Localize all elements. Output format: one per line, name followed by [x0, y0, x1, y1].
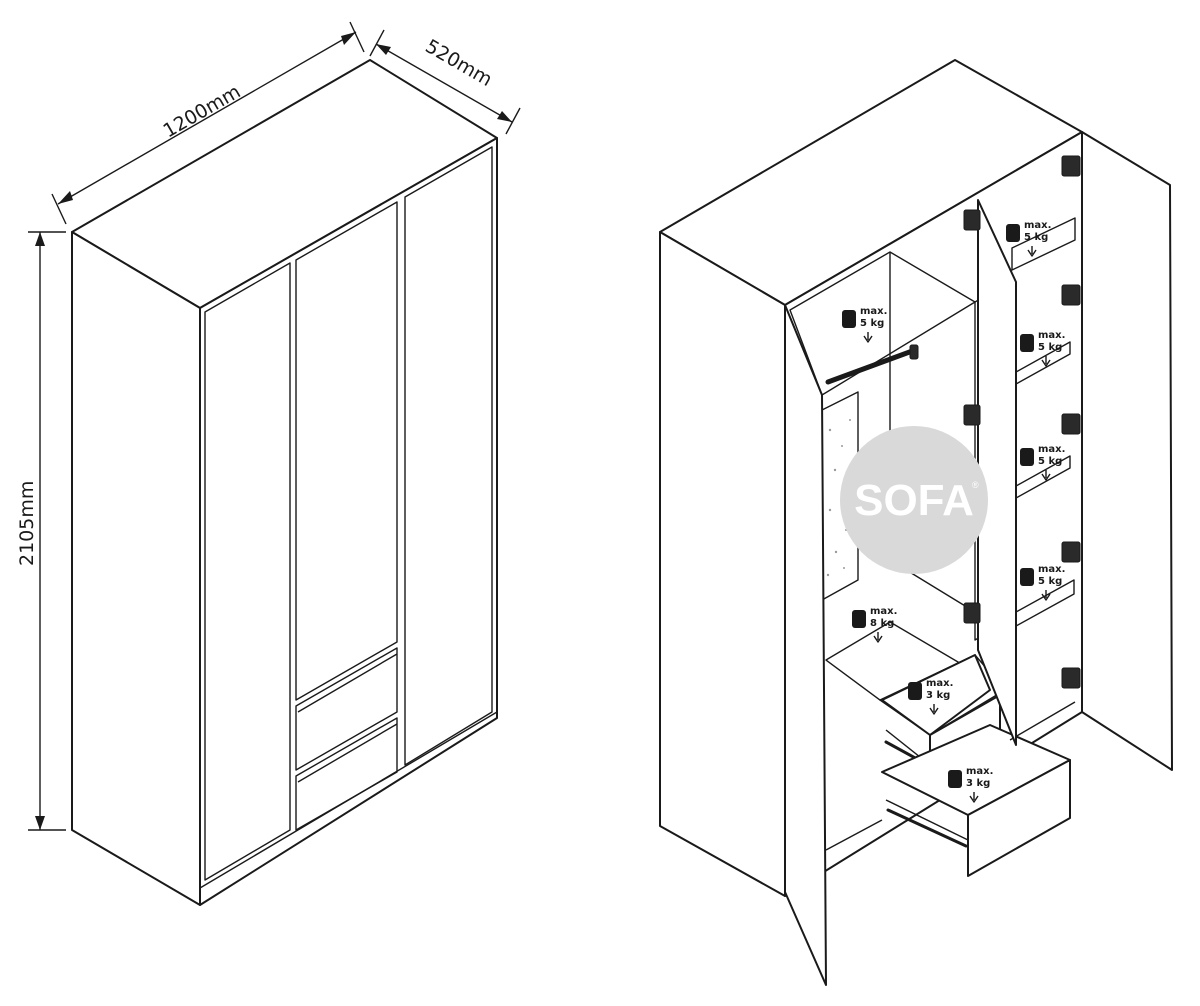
closed-wardrobe	[71, 59, 498, 906]
load-top-right: max. 5 kg	[1006, 220, 1051, 257]
load-top-left: max. 5 kg	[842, 306, 887, 343]
drawer-lower	[881, 724, 1071, 877]
svg-text:5 kg: 5 kg	[1038, 576, 1062, 587]
open-middle-door	[977, 199, 1017, 746]
closed-drawer-upper	[295, 647, 398, 771]
open-plinth	[825, 819, 883, 851]
open-side-panel	[659, 231, 786, 897]
closed-side-panel	[71, 231, 201, 906]
particleboard-texture	[826, 419, 851, 577]
load-base: max. 8 kg	[852, 606, 897, 643]
closed-drawer-lower	[295, 717, 398, 831]
closed-middle-door	[295, 201, 398, 701]
svg-text:5 kg: 5 kg	[1038, 456, 1062, 467]
svg-text:max.: max.	[926, 678, 953, 689]
svg-text:max.: max.	[870, 606, 897, 617]
load-drawer-lower: max. 3 kg	[948, 766, 993, 803]
depth-label: 520mm	[422, 35, 496, 91]
svg-text:5 kg: 5 kg	[1024, 232, 1048, 243]
load-shelf-3: max. 5 kg	[1020, 564, 1065, 601]
hanging-rail	[825, 344, 919, 385]
svg-text:max.: max.	[1038, 330, 1065, 341]
hinges	[963, 155, 1081, 689]
sofa-watermark: SOFA ®	[840, 426, 988, 574]
open-wardrobe: max. 5 kg max. 5 kg max. 5 kg max.	[659, 59, 1173, 986]
svg-text:max.: max.	[860, 306, 887, 317]
svg-text:max.: max.	[1024, 220, 1051, 231]
load-shelf-1: max. 5 kg	[1020, 330, 1065, 367]
svg-text:max.: max.	[1038, 564, 1065, 575]
dimension-height: 2105mm	[16, 231, 66, 831]
svg-text:3 kg: 3 kg	[966, 778, 990, 789]
open-plinth-right	[1009, 701, 1076, 741]
closed-left-door	[204, 262, 291, 881]
closed-front-panel	[199, 137, 498, 906]
watermark-text: SOFA	[854, 476, 974, 525]
svg-text:max.: max.	[966, 766, 993, 777]
svg-text:5 kg: 5 kg	[860, 318, 884, 329]
svg-text:8 kg: 8 kg	[870, 618, 894, 629]
open-right-door	[1081, 131, 1173, 771]
shelf-top-right	[1011, 217, 1076, 271]
load-indicators: max. 5 kg max. 5 kg max. 5 kg max.	[842, 220, 1065, 803]
closed-drawer-upper-handle	[297, 653, 398, 713]
svg-text:3 kg: 3 kg	[926, 690, 950, 701]
open-left-door	[784, 304, 827, 986]
closed-right-door	[404, 146, 493, 766]
closed-drawer-lower-handle	[297, 723, 398, 783]
svg-text:5 kg: 5 kg	[1038, 342, 1062, 353]
height-label: 2105mm	[16, 481, 38, 566]
svg-text:max.: max.	[1038, 444, 1065, 455]
load-drawer-upper: max. 3 kg	[908, 678, 953, 715]
width-label: 1200mm	[160, 81, 245, 143]
watermark-registered: ®	[972, 480, 979, 490]
load-shelf-2: max. 5 kg	[1020, 444, 1065, 481]
